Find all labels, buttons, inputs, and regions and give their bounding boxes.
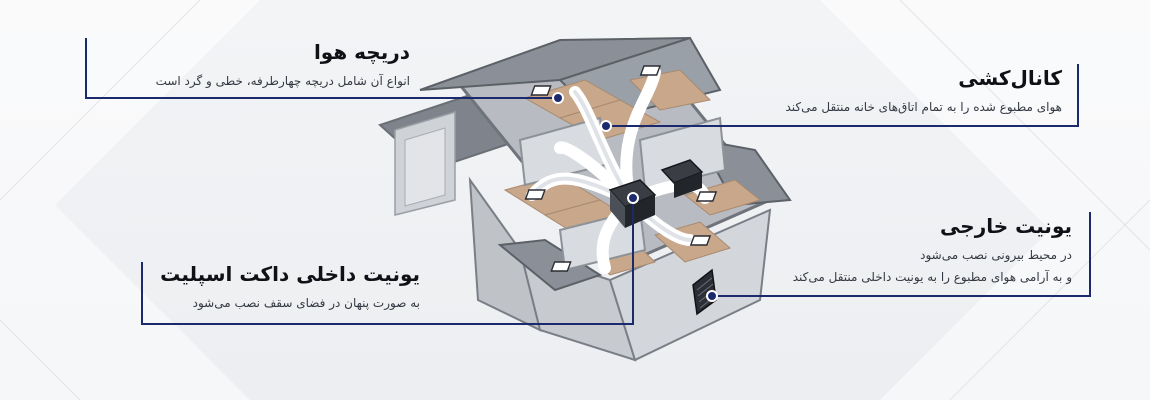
ducting-callout-line [606, 64, 1079, 127]
callout-vent-desc: انواع آن شامل دریچه چهارطرفه، خطی و گرد … [155, 74, 410, 88]
callout-indoor-title: یونیت داخلی داکت اسپلیت [160, 262, 420, 286]
callout-outdoor-desc-2: و به آرامی هوای مطبوع را به یونیت داخلی … [792, 270, 1072, 284]
outdoor-callout-line [712, 212, 1091, 297]
vent-callout-line [85, 38, 558, 99]
callout-lines [85, 38, 1091, 325]
callout-outdoor-title: یونیت خارجی [940, 214, 1072, 238]
callout-vent: دریچه هوا انواع آن شامل دریچه چهارطرفه، … [100, 40, 410, 92]
callout-ducting-title: کانال‌کشی [958, 66, 1062, 90]
callout-outdoor-unit: یونیت خارجی در محیط بیرونی نصب می‌شود و … [700, 214, 1072, 288]
vents [524, 65, 718, 272]
callout-vent-title: دریچه هوا [313, 40, 410, 64]
callout-ducting: کانال‌کشی هوای مطبوع شده را به تمام اتاق… [700, 66, 1063, 118]
callout-indoor-unit: یونیت داخلی داکت اسپلیت به صورت پنهان در… [152, 262, 420, 314]
callout-outdoor-desc-1: در محیط بیرونی نصب می‌شود [920, 248, 1072, 262]
callout-ducting-desc: هوای مطبوع شده را به تمام اتاق‌های خانه … [785, 100, 1063, 114]
indoor-callout-line [141, 198, 634, 325]
callout-dots [552, 92, 718, 302]
callout-indoor-desc: به صورت پنهان در فضای سقف نصب می‌شود [192, 296, 420, 310]
